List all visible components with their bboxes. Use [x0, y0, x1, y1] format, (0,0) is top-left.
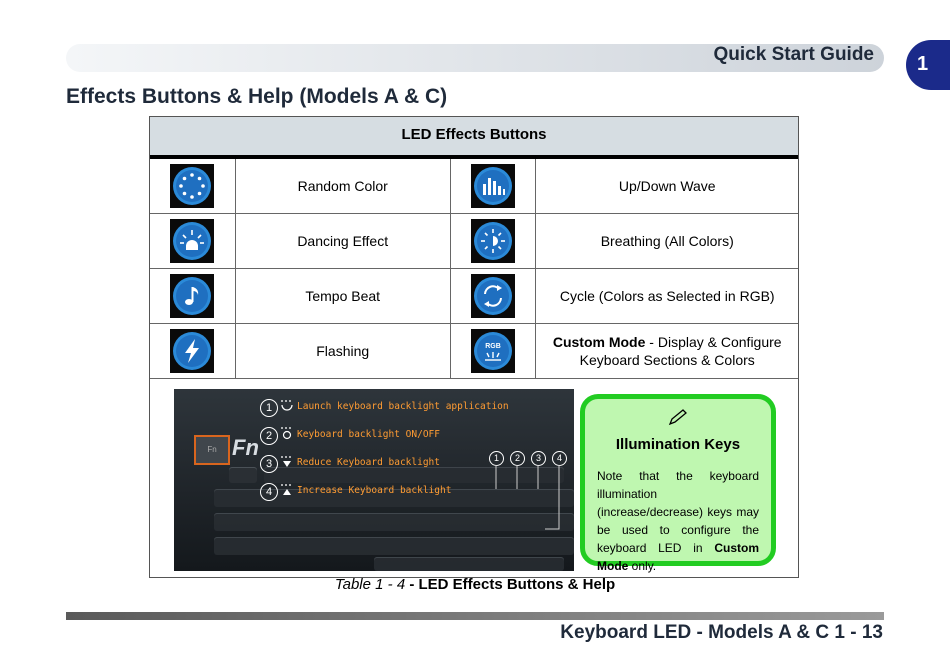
cycle-arrows-icon — [473, 277, 512, 315]
effect-label: Flashing — [236, 324, 451, 378]
number-badge: 4 — [552, 451, 567, 466]
note-body: Note that the keyboard illumination (inc… — [597, 469, 759, 573]
number-badge: 1 — [489, 451, 504, 466]
number-badge: 3 — [531, 451, 546, 466]
music-note-icon — [173, 277, 212, 315]
chapter-number: 1 — [917, 53, 929, 75]
pencil-icon — [668, 409, 687, 426]
header-bar — [66, 44, 884, 72]
chapter-tab: 1 — [906, 40, 950, 90]
note-title: Illumination Keys — [615, 436, 741, 453]
effect-label: Tempo Beat — [236, 269, 451, 323]
table-caption: Table 1 - 4 - LED Effects Buttons & Help — [334, 576, 616, 593]
table-heading: LED Effects Buttons — [150, 117, 798, 159]
effect-label: Breathing (All Colors) — [600, 233, 734, 249]
page-title: Effects Buttons & Help (Models A & C) — [66, 85, 448, 108]
rgb-custom-icon: RGB — [473, 332, 512, 370]
key-description: Increase Keyboard backlight — [297, 485, 452, 496]
wave-bars-icon — [473, 167, 512, 205]
key-description: Launch keyboard backlight application — [297, 401, 509, 412]
table-row: Flashing RGB Custom Mode - Display & Con… — [150, 324, 798, 379]
table-row: Dancing Effect Breathing (All Colors) — [150, 214, 798, 269]
footer-bar — [66, 612, 884, 620]
table-row: Tempo Beat Cycle (Colors as Selected in … — [150, 269, 798, 324]
effect-label: Up/Down Wave — [618, 178, 716, 194]
number-badge: 3 — [260, 455, 278, 473]
led-effects-table: LED Effects Buttons Random Color Up/Down… — [149, 116, 799, 578]
effect-label: Cycle (Colors as Selected in RGB) — [559, 288, 775, 304]
callout-lines — [495, 465, 560, 530]
help-row: Fn Fn 1 Launch keyboard backlight applic… — [150, 379, 798, 577]
svg-text:RGB: RGB — [485, 343, 501, 350]
fn-key: Fn — [194, 435, 230, 465]
number-badge: 2 — [260, 427, 278, 445]
random-color-icon — [173, 167, 212, 205]
custom-mode-label: Custom Mode - Display & Configure Keyboa… — [552, 334, 782, 368]
footer-title: Keyboard LED - Models A & C 1 - 13 — [560, 622, 883, 643]
number-badge: 1 — [260, 399, 278, 417]
fn-label: Fn — [232, 435, 259, 460]
number-badge: 2 — [510, 451, 525, 466]
keyboard-image: Fn Fn 1 Launch keyboard backlight applic… — [174, 389, 574, 571]
illumination-note: Illumination Keys Note that the keyboard… — [580, 394, 776, 573]
key-description: Reduce Keyboard backlight — [297, 457, 440, 468]
key-light-icons — [281, 400, 293, 495]
guide-title: Quick Start Guide — [713, 44, 874, 65]
effect-label: Dancing Effect — [236, 214, 451, 268]
lightning-icon — [173, 332, 212, 370]
dancing-light-icon — [173, 222, 212, 260]
number-badge: 4 — [260, 483, 278, 501]
table-row: Random Color Up/Down Wave — [150, 159, 798, 214]
breathing-sun-icon — [473, 222, 512, 260]
effect-label: Random Color — [236, 159, 451, 213]
key-description: Keyboard backlight ON/OFF — [297, 429, 440, 440]
